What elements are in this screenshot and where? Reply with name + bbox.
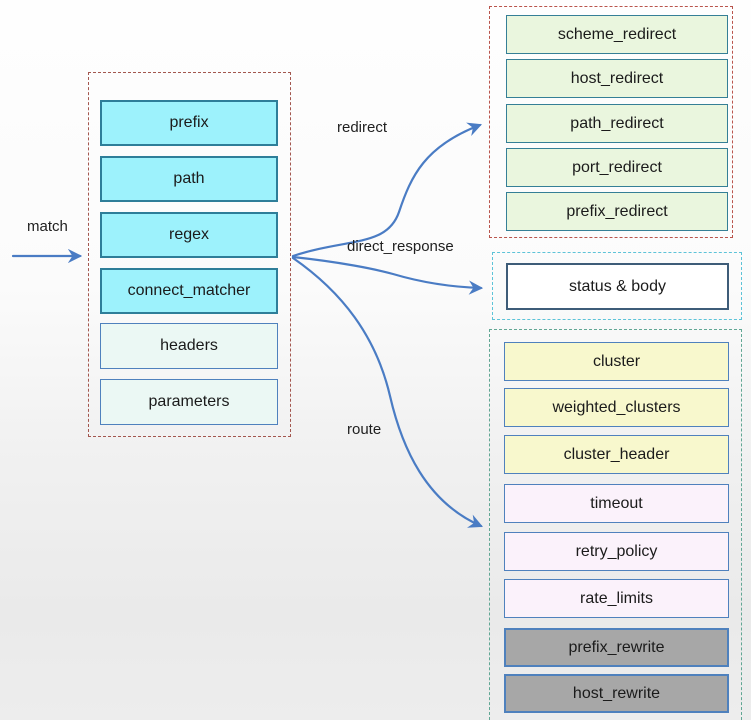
node-headers: headers (100, 323, 278, 369)
node-host-redirect: host_redirect (506, 59, 728, 98)
match-group: prefix path regex connect_matcher header… (88, 72, 291, 437)
node-prefix-rewrite: prefix_rewrite (504, 628, 729, 667)
node-parameters: parameters (100, 379, 278, 425)
node-timeout: timeout (504, 484, 729, 523)
node-retry-policy: retry_policy (504, 532, 729, 571)
direct-response-group: status & body (492, 252, 742, 320)
node-regex: regex (100, 212, 278, 258)
redirect-label: redirect (337, 119, 388, 136)
node-path: path (100, 156, 278, 202)
node-path-redirect: path_redirect (506, 104, 728, 143)
node-cluster: cluster (504, 342, 729, 381)
node-rate-limits: rate_limits (504, 579, 729, 618)
match-label: match (27, 218, 68, 235)
node-status-body: status & body (506, 263, 729, 310)
node-cluster-header: cluster_header (504, 435, 729, 474)
node-prefix: prefix (100, 100, 278, 146)
redirect-arrow (291, 122, 483, 258)
node-scheme-redirect: scheme_redirect (506, 15, 728, 54)
node-connect-matcher: connect_matcher (100, 268, 278, 314)
redirect-group: scheme_redirect host_redirect path_redir… (489, 6, 733, 238)
node-host-rewrite: host_rewrite (504, 674, 729, 713)
node-port-redirect: port_redirect (506, 148, 728, 187)
direct-response-arrow (291, 255, 484, 295)
node-weighted-clusters: weighted_clusters (504, 388, 729, 427)
node-prefix-redirect: prefix_redirect (506, 192, 728, 231)
route-group: cluster weighted_clusters cluster_header… (489, 329, 742, 720)
direct-response-label: direct_response (347, 238, 454, 255)
route-arrow (291, 256, 483, 528)
route-label: route (347, 421, 382, 438)
